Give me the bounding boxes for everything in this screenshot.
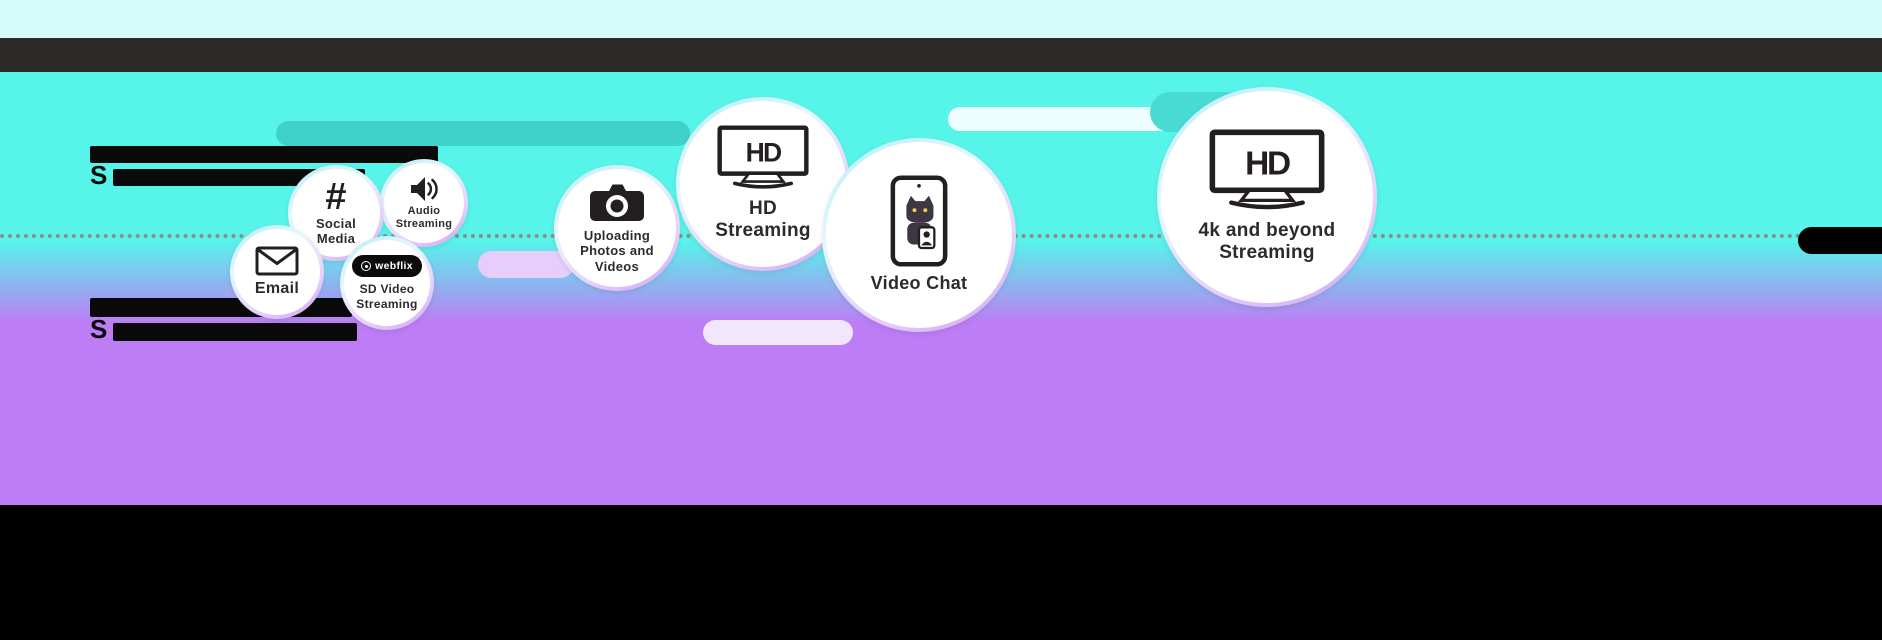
video-chat-phone-icon — [890, 175, 948, 267]
bubble-audio-streaming-inner: Audio Streaming — [384, 163, 464, 243]
envelope-icon — [255, 246, 299, 276]
webflix-logo: webflix — [352, 255, 422, 278]
hd-logo-text: HD — [1245, 146, 1290, 183]
bubble-video-chat-label: Video Chat — [870, 273, 968, 294]
bubble-uploading-photos-videos: Uploading Photos and Videos — [554, 165, 680, 291]
record-dot-icon — [361, 261, 372, 272]
webflix-wordmark: webflix — [375, 260, 413, 273]
bubble-audio-streaming: Audio Streaming — [380, 159, 468, 247]
bubble-sd-video-streaming: webflix SD Video Streaming — [340, 236, 434, 330]
bubble-video-chat-inner: Video Chat — [826, 142, 1012, 328]
decor-pill-black-right — [1798, 227, 1882, 254]
bubble-4k-streaming-inner: HD 4k and beyond Streaming — [1161, 91, 1373, 303]
camera-icon — [590, 184, 644, 221]
bubble-4k-streaming-label: 4k and beyond Streaming — [1198, 219, 1336, 264]
redacted-text-prefix: S — [90, 160, 108, 190]
bubble-audio-streaming-label: Audio Streaming — [395, 205, 453, 230]
bubble-hd-streaming: HD HD Streaming — [676, 97, 850, 271]
bubble-4k-streaming: HD 4k and beyond Streaming — [1157, 87, 1377, 307]
bubble-sd-video-streaming-inner: webflix SD Video Streaming — [344, 240, 430, 326]
bubble-email: Email — [230, 225, 324, 319]
bubble-video-chat: Video Chat — [822, 138, 1016, 332]
speaker-icon — [411, 177, 438, 202]
hd-tv-icon: HD — [1209, 129, 1325, 210]
decor-pill-lavender-mid — [478, 251, 574, 278]
bubble-hd-streaming-inner: HD HD Streaming — [680, 101, 846, 267]
hd-logo-text: HD — [746, 138, 782, 168]
redacted-text-prefix: S — [90, 314, 108, 344]
hd-tv-icon: HD — [717, 125, 809, 190]
bubble-email-label: Email — [254, 279, 300, 297]
bubble-sd-video-streaming-label: SD Video Streaming — [356, 282, 418, 311]
top-dark-bar — [0, 38, 1882, 72]
decor-pill-white-bottom — [703, 320, 853, 345]
bubble-hd-streaming-label: HD Streaming — [715, 197, 811, 242]
hashtag-icon: # — [325, 175, 347, 218]
bubble-social-media-inner: # Social Media — [292, 169, 380, 257]
bubble-uploading-photos-videos-inner: Uploading Photos and Videos — [558, 169, 676, 287]
bubble-email-inner: Email — [234, 229, 320, 315]
decor-pill-teal-long — [276, 121, 690, 146]
bubble-social-media-label: Social Media — [315, 215, 357, 247]
decor-pill-white-top-right — [948, 107, 1176, 131]
redacted-text-bar — [113, 323, 357, 341]
bottom-black-footer — [0, 505, 1882, 640]
redacted-text-bar — [90, 146, 438, 163]
bubble-uploading-photos-videos-label: Uploading Photos and Videos — [580, 228, 654, 274]
top-pale-strip — [0, 0, 1882, 38]
